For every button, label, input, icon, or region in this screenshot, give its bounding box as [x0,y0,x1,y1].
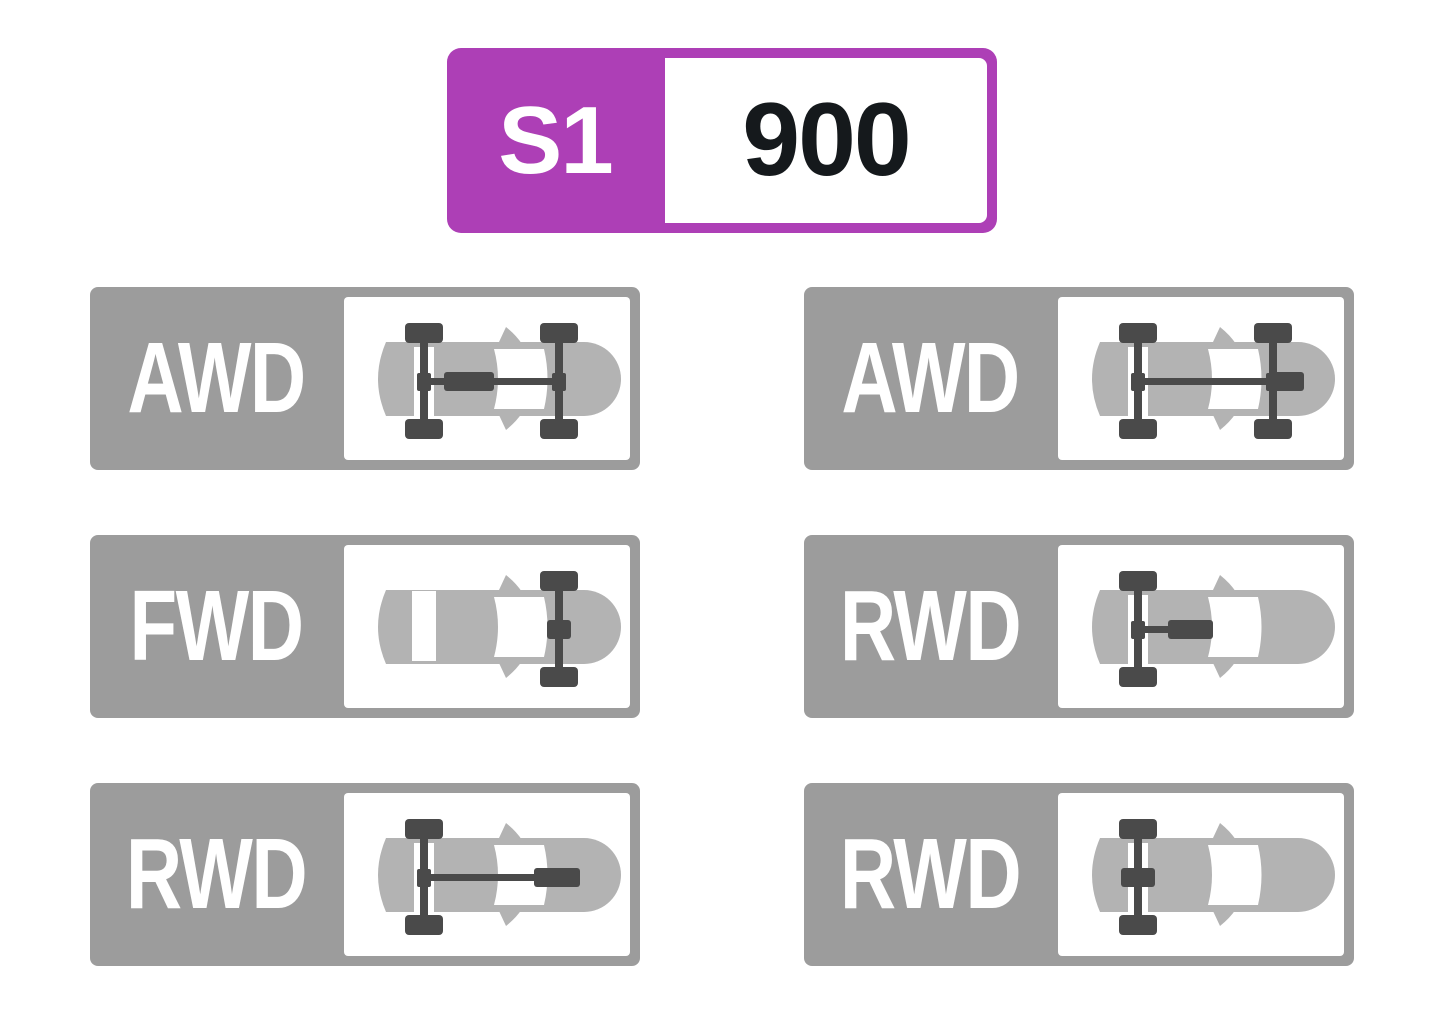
axle [405,323,443,439]
mirror [499,661,522,678]
rwd-mid-engine-icon [1058,545,1344,708]
axle [1119,571,1157,687]
driveshaft [424,874,544,881]
car-topview [1092,323,1335,439]
mirror [1213,575,1236,592]
fwd-icon [344,545,630,708]
rwd-front-engine-icon [344,793,630,956]
axle [405,819,443,935]
mirror [499,327,522,344]
drivetrain-label: RWD [125,818,308,930]
pi-class: S1 [498,86,613,194]
axle [540,323,578,439]
engine [534,868,580,887]
drivetrain-badge: RWD [90,783,640,966]
mirror [499,413,522,430]
axle [1119,323,1157,439]
mirror [499,575,522,592]
mirror [1213,909,1236,926]
drivetrain-label: FWD [129,570,304,682]
driveshaft [1138,378,1293,385]
performance-index-badge: S1 900 [447,48,997,233]
drivetrain-label: RWD [839,818,1022,930]
drivetrain-badge: FWD [90,535,640,718]
rwd-rear-engine-icon [1058,793,1344,956]
car-topview [378,323,621,439]
windshield [1208,597,1262,657]
car-topview [1092,819,1335,935]
engine [547,620,571,639]
drivetrain-badge: RWD [804,535,1354,718]
windshield [1208,845,1262,905]
drivetrain-label: RWD [839,570,1022,682]
pi-value: 900 [665,58,987,223]
axle [1254,323,1292,439]
drivetrain-badge: AWD [90,287,640,470]
windshield [494,597,548,657]
mirror [1213,413,1236,430]
engine [1168,620,1213,639]
mirror [1213,823,1236,840]
drivetrain-label: AWD [127,322,306,434]
engine [1121,868,1155,887]
car-topview [378,819,621,935]
drivetrain-label: AWD [841,322,1020,434]
mirror [1213,327,1236,344]
mirror [1213,661,1236,678]
mirror [499,909,522,926]
drivetrain-badge: AWD [804,287,1354,470]
car-topview [1092,571,1335,687]
drivetrain-badge: RWD [804,783,1354,966]
awd-front-engine-icon [1058,297,1344,460]
car-topview [378,571,621,687]
engine [444,372,494,391]
awd-mid-engine-icon [344,297,630,460]
mirror [499,823,522,840]
